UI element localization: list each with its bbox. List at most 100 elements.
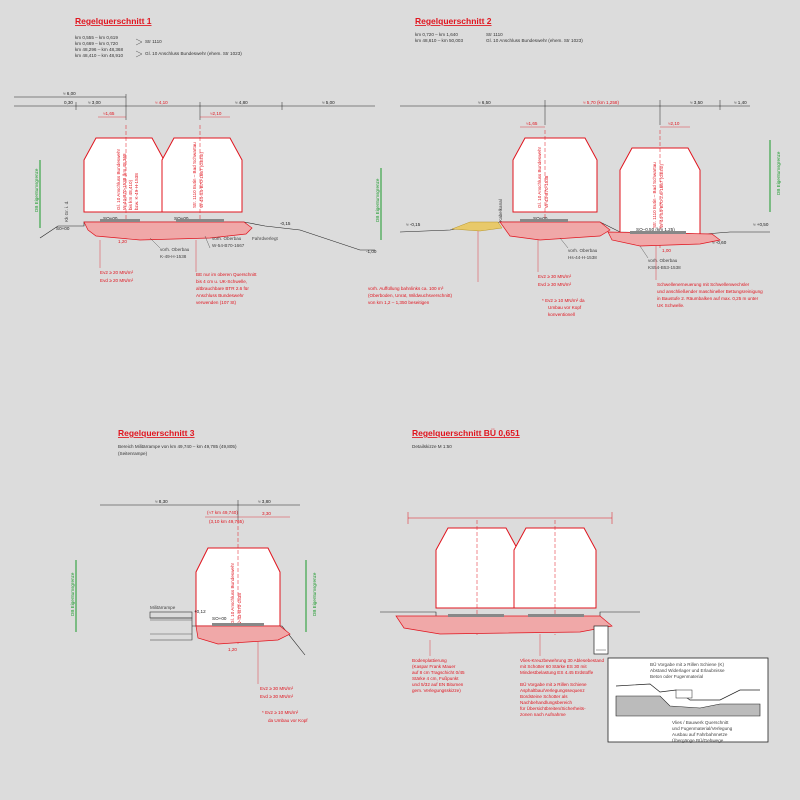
p1-dim-210: ≈2,10 xyxy=(210,111,222,116)
p1-km-3: km 48,296 – km 48,368 xyxy=(75,47,123,52)
p1-ob-left-2: K-49-H-1538 xyxy=(160,254,187,259)
p1-eigentumsgrenze: DB Eigentumsgrenze xyxy=(34,168,39,212)
p3-eigentumsgrenze-left: DB Eigentumsgrenze xyxy=(70,572,75,616)
p2-v100: 1,00 xyxy=(662,248,671,253)
p4-legend-4: Nachbehandlungsbereich xyxy=(520,700,573,705)
p4-legend-5: für Übersichtbreiten/Sicherheits- xyxy=(520,705,586,711)
p1-gl: Gl. 10 Anschluss Bundeswehr (ehem. Str 1… xyxy=(145,51,242,56)
p2-auff-3: von km 1,2 – 1,350 beseitigen xyxy=(368,300,430,305)
p2-fill-material xyxy=(451,221,503,232)
p1-ev2: Ev2 ≥ 20 MN/m² xyxy=(100,270,134,275)
p1-kk: Kk Gr. i. d. xyxy=(64,201,69,222)
p3-sub-2: (Seitenrampe) xyxy=(118,451,148,456)
p3-mid-dim-2: (3,10 km 49,765) xyxy=(209,519,244,524)
p2-so-right: SO–0,50 (km 1,25) xyxy=(636,227,675,232)
p4-note-l-1: Bodenplattierung xyxy=(412,658,447,663)
p1-sleeper-right xyxy=(176,219,224,222)
p4-detail-inset xyxy=(607,657,769,743)
p3-ballast xyxy=(195,625,291,645)
p1-v015: -0,15 xyxy=(280,221,291,226)
p4-drain-shaft xyxy=(593,625,609,655)
p1-v100: -1,00 xyxy=(366,249,377,254)
p2-track-left-label: Gl. 10 Anschluss Bundeswehr xyxy=(537,147,542,208)
p4-inset-bot-2: und Fugenmaterial/Verlegung xyxy=(672,726,733,731)
p4-note-l-3: auf 8 cm Tragschicht 0/45 xyxy=(412,670,465,675)
p2-v060: ≈ -0,60 xyxy=(712,240,727,245)
p4-title: Regelquerschnitt BÜ 0,651 xyxy=(412,428,520,438)
p2-schw-2: und anschließender maschineller Bettungs… xyxy=(657,289,763,294)
p3-mid-dim-3: 3,30 xyxy=(262,511,271,516)
p4-legend-1: BÜ Vorgabe mit ≥ Rillen Schiene xyxy=(520,681,587,687)
p1-track-left-sub-2: bis km 48,410) xyxy=(128,179,133,210)
p1-sleeper-left xyxy=(100,219,140,222)
p2-auff-1: vorh. Auffüllung bahnlinks ca. 100 m³ xyxy=(368,286,444,291)
p1-fahrdverlegt: Fahrdverlegt xyxy=(252,236,279,241)
p1-so-left: SO+00 xyxy=(103,216,118,221)
p3-track-label: Gl. 10 Anschluss Bundeswehr xyxy=(230,563,235,624)
p2-dim-650: ≈ 6,50 xyxy=(478,100,491,105)
p3-ev2: Ev2 ≥ 30 MN/m² xyxy=(260,686,294,691)
panel-regelquerschnitt-2: Regelquerschnitt 2 km 0,720 – km 1,640 k… xyxy=(368,16,781,317)
panel-regelquerschnitt-bue: Regelquerschnitt BÜ 0,651 Detailskizze M… xyxy=(380,428,769,743)
p2-clearance-profile-left xyxy=(512,137,598,213)
p1-km-4: km 48,410 – km 48,910 xyxy=(75,53,123,58)
p4-note-l-4: Stärke 4 cm, Fußpunkt xyxy=(412,676,459,681)
p2-ev2: Ev2 ≥ 30 MN/m² xyxy=(538,274,572,279)
p3-v120: 1,20 xyxy=(228,647,237,652)
p3-so: SO+00 xyxy=(212,616,227,621)
panel-regelquerschnitt-1: Regelquerschnitt 1 km 0,555 – km 0,619 k… xyxy=(14,16,377,305)
p1-dim-030: 0,30 xyxy=(64,100,73,105)
p2-ob-left-2: Hs-44-H-1538 xyxy=(568,255,597,260)
p2-dim-165: ≈1,65 xyxy=(526,121,538,126)
p2-ob-right-2: KS54-B53-1538 xyxy=(648,265,681,270)
p4-sub: Detailskizze M 1:50 xyxy=(412,444,452,449)
p2-auff-2: (Oberboden, Unrat, Wildwuchsverschnitt) xyxy=(368,293,452,298)
p2-track-left-sub: W-43-B70-1538 xyxy=(544,175,549,208)
p4-inset-bot-1: Vlies / Bauwerk Querschnitt xyxy=(672,720,729,725)
p2-dim-570: ≈ 5,70 (km 1,258) xyxy=(583,100,619,105)
p3-militaerrampe: Militärrampe xyxy=(150,605,176,610)
p2-gl: Gl. 10 Anschluss Bundeswehr (ehem. Str 1… xyxy=(486,38,583,43)
p2-schw-3: in Baustufe 2. Räumbalken auf max. 0,25 … xyxy=(657,296,759,301)
p2-km-1: km 0,720 – km 1,640 xyxy=(415,32,458,37)
p2-ob-right: vorh. Oberbau xyxy=(648,258,678,263)
p1-track-left-sub-3: bzw. K-49-H-1538 xyxy=(134,173,139,210)
p3-evd: Evd ≥ 30 MN/m² xyxy=(260,694,294,699)
p2-schw-1: Schwellenerneuerung mit Schwellenwechsle… xyxy=(657,282,750,287)
p3-star-2: da Umbau vor Kopf xyxy=(268,718,308,723)
p1-ob-right-2: W-54-B70-1667 xyxy=(212,243,245,248)
p4-inset-top-3: Beton oder Fugenmaterial xyxy=(650,674,703,679)
p2-sleeper-left xyxy=(520,219,568,222)
p1-dim-300: ≈ 3,00 xyxy=(88,100,101,105)
p2-v015: ≈ -0,15 xyxy=(406,222,421,227)
p2-track-right-label: Str. 1110 Eutin – Bad Schwartau xyxy=(652,162,657,228)
p3-v012: +0,12 xyxy=(194,609,206,614)
p2-so-left: SO+00 xyxy=(533,216,548,221)
p2-dim-350: ≈ 3,50 xyxy=(690,100,703,105)
p4-inset-bot-4: Übergänge BÜ/Gehwege xyxy=(672,737,724,743)
p4-inset-top-1: BÜ Vorgabe mit ≥ Rillen Schiene (K) xyxy=(650,661,724,667)
p1-dim-600: ≈ 6,00 xyxy=(63,91,76,96)
p4-note-r-1: Vlies-Kreuzbewehrung 30 Ablesebestand xyxy=(520,658,604,663)
p4-sleeper-right xyxy=(528,614,584,617)
p4-note-l-2: (Kaspar Frank Mauer xyxy=(412,664,456,669)
p2-ob-left: vorh. Oberbau xyxy=(568,248,598,253)
p4-legend-3: Bordsteine Schotter als xyxy=(520,694,568,699)
p1-evd: Evd ≥ 20 MN/m² xyxy=(100,278,134,283)
p2-track-right-sub: W-44-S4-B70-2.6-1667 (GEISI) xyxy=(659,164,664,228)
p2-km-2: km 48,610 – km 50,003 xyxy=(415,38,463,43)
p1-ob-right: vorh. Oberbau xyxy=(212,236,242,241)
p2-evd: Evd ≥ 30 MN/m² xyxy=(538,282,572,287)
p2-title: Regelquerschnitt 2 xyxy=(415,16,492,26)
p1-str: Str 1110 xyxy=(145,39,162,44)
p2-kabelkanal: Kabelkanal xyxy=(498,199,503,222)
p1-be-1: BE nur im oberen Querschnitt xyxy=(196,272,257,277)
p1-so-right: SO+00 xyxy=(174,216,189,221)
p4-note-r-3: Mindestbelastung ES 4.45 Erdstoffe xyxy=(520,670,594,675)
p3-dim-830: ≈ 8,30 xyxy=(155,499,168,504)
p1-track-left-label: Gl. 10 Anschluss Bundeswehr xyxy=(116,149,121,210)
p3-eigentumsgrenze-right: DB Eigentumsgrenze xyxy=(312,572,317,616)
p1-track-left-sub-1: W-44-B70-1538 (km 48,368 xyxy=(122,153,127,210)
p2-star-3: konventionell xyxy=(548,312,575,317)
p4-inset-top-2: Abstand Widerlager und Erlaubnisse xyxy=(650,668,725,673)
